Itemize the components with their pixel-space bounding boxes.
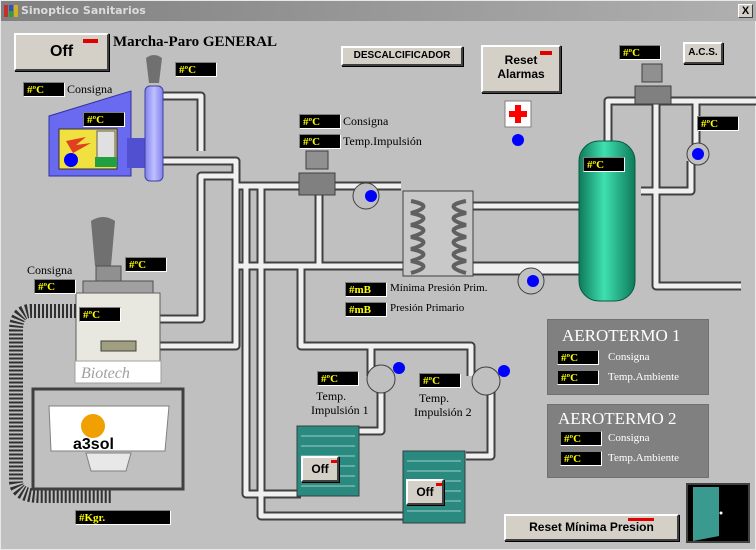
boiler1-consigna-value: #ºC bbox=[23, 82, 65, 97]
min-pressure-label: Mínima Presión Prim. bbox=[390, 282, 488, 294]
feed-auger bbox=[9, 304, 111, 503]
alarm-led bbox=[331, 460, 337, 463]
silo: a3sol bbox=[31, 387, 185, 491]
aerotermo1-title: AEROTERMO 1 bbox=[562, 326, 681, 345]
app-icon bbox=[4, 5, 18, 17]
three-way-valve-acs bbox=[634, 63, 672, 105]
boiler2-consigna-label: Consigna bbox=[27, 263, 73, 277]
boiler-1 bbox=[48, 55, 164, 182]
boiler1-temp-value: #ºC bbox=[83, 112, 125, 127]
acs-return-temp: #ºC bbox=[697, 116, 739, 131]
aerotermo2-ambiente-label: Temp.Ambiente bbox=[608, 452, 680, 464]
aerotermo1-panel: AEROTERMO 1 #ºC Consigna #ºC Temp.Ambien… bbox=[547, 319, 709, 395]
biotech-logo: Biotech bbox=[81, 365, 130, 382]
reset-minima-presion-button[interactable]: Reset Mínima Presion bbox=[504, 514, 679, 541]
aerotermo2-consigna-value: #ºC bbox=[560, 431, 602, 446]
pressure-value: #mB bbox=[345, 302, 387, 317]
primary-impulsion-value: #ºC bbox=[299, 134, 341, 149]
circuit2-off-button[interactable]: Off bbox=[406, 479, 444, 505]
reset-alarmas-line1: Reset bbox=[504, 53, 538, 67]
alarm-led bbox=[83, 39, 98, 43]
general-off-button[interactable]: Off bbox=[14, 33, 109, 71]
descalcificador-button[interactable]: DESCALCIFICADOR bbox=[341, 46, 463, 66]
acs-tank-temp: #ºC bbox=[583, 157, 625, 172]
heat-exchanger bbox=[402, 190, 474, 277]
reset-minima-presion-label: Reset Mínima Presion bbox=[529, 520, 654, 534]
boiler-2: Biotech bbox=[9, 217, 162, 503]
alarm-led bbox=[540, 51, 552, 55]
alarm-led bbox=[436, 483, 442, 486]
silo-weight-value: #Kgr. bbox=[75, 510, 171, 525]
circuit2-off-label: Off bbox=[416, 485, 434, 499]
title-bar: Sinoptico Sanitarios X bbox=[1, 1, 756, 21]
min-pressure-value: #mB bbox=[345, 282, 387, 297]
aerotermo1-ambiente-value: #ºC bbox=[557, 370, 599, 385]
circuit1-off-label: Off bbox=[311, 462, 329, 476]
circuit2-label-line2: Impulsión 2 bbox=[414, 405, 472, 419]
exit-door-icon bbox=[686, 483, 750, 543]
circuit1-label-line1: Temp. bbox=[316, 389, 347, 403]
three-way-valve-primary bbox=[298, 150, 336, 196]
boiler1-chimney-temp: #ºC bbox=[175, 62, 217, 77]
circuit2-temp-value: #ºC bbox=[419, 373, 461, 388]
circuit1-off-button[interactable]: Off bbox=[301, 456, 339, 482]
alarm-led bbox=[628, 518, 654, 521]
aerotermo2-title: AEROTERMO 2 bbox=[558, 409, 677, 428]
window-title: Sinoptico Sanitarios bbox=[21, 4, 146, 17]
circuit2-label-line1: Temp. bbox=[419, 391, 450, 405]
circuit1-label-line2: Impulsión 1 bbox=[311, 403, 369, 417]
primary-consigna-label: Consigna bbox=[343, 114, 389, 128]
general-label: Marcha-Paro GENERAL bbox=[113, 34, 278, 50]
smoke-icon bbox=[146, 55, 162, 83]
close-button[interactable]: X bbox=[738, 4, 753, 18]
aerotermo1-ambiente-label: Temp.Ambiente bbox=[608, 371, 680, 383]
reset-alarmas-button[interactable]: Reset Alarmas bbox=[481, 45, 561, 93]
boiler2-consigna-value: #ºC bbox=[34, 279, 76, 294]
aerotermo1-consigna-value: #ºC bbox=[557, 350, 599, 365]
boiler1-consigna-label: Consigna bbox=[67, 82, 113, 96]
acs-valve-temp: #ºC bbox=[619, 45, 661, 60]
alarm-cross-icon bbox=[504, 100, 532, 128]
acs-tank bbox=[578, 140, 636, 302]
primary-consigna-value: #ºC bbox=[299, 114, 341, 129]
pump-circuit-2 bbox=[471, 365, 510, 396]
boiler2-temp-value: #ºC bbox=[79, 307, 121, 322]
circuit1-temp-value: #ºC bbox=[317, 371, 359, 386]
pump-status-dot bbox=[64, 153, 78, 167]
aerotermo2-consigna-label: Consigna bbox=[608, 432, 650, 444]
aerotermo2-panel: AEROTERMO 2 #ºC Consigna #ºC Temp.Ambien… bbox=[547, 404, 709, 478]
pump-acs-recirculation bbox=[686, 142, 710, 166]
pump-secondary bbox=[517, 267, 545, 295]
smoke-icon bbox=[91, 217, 115, 266]
acs-button[interactable]: A.C.S. bbox=[683, 42, 723, 64]
reset-alarmas-line2: Alarmas bbox=[497, 67, 545, 81]
primary-impulsion-label: Temp.Impulsión bbox=[343, 134, 422, 148]
general-off-label: Off bbox=[49, 43, 74, 60]
pump-primary bbox=[352, 182, 380, 210]
a3sol-logo: a3sol bbox=[73, 436, 114, 453]
aerotermo1-consigna-label: Consigna bbox=[608, 351, 650, 363]
aerotermo2-ambiente-value: #ºC bbox=[560, 451, 602, 466]
pressure-label: Presión Primario bbox=[390, 302, 465, 314]
pump-circuit-1 bbox=[366, 362, 405, 394]
alarm-status-dot bbox=[512, 134, 524, 146]
boiler2-chimney-temp: #ºC bbox=[125, 257, 167, 272]
